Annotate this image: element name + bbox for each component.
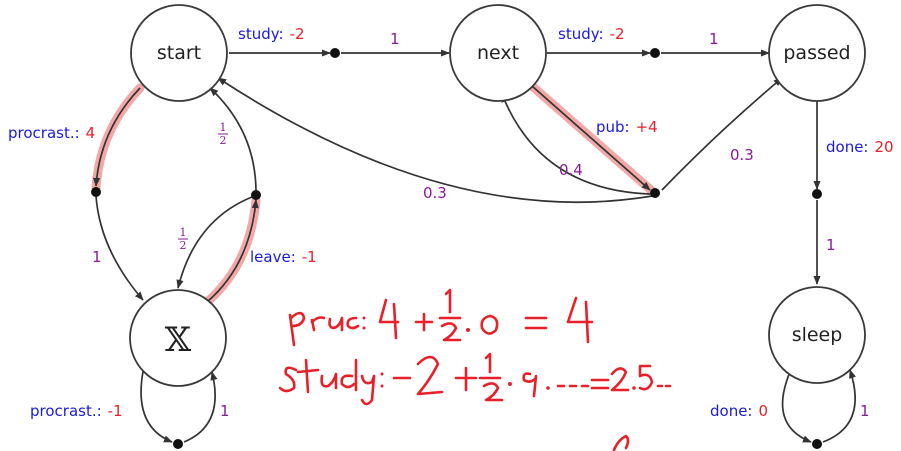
- prob-sleep-done-to-sleep: 1: [860, 402, 870, 420]
- state-start-label: start: [157, 42, 201, 64]
- label-x-leave: leave:-1: [250, 248, 317, 266]
- highlight-procrast-edge: [91, 83, 145, 193]
- action-node-next-pub: [650, 188, 660, 198]
- state-sleep: sleep: [768, 286, 866, 384]
- prob-pub-to-next: 0.4: [559, 161, 583, 179]
- state-x: 𝕏: [129, 289, 227, 387]
- state-x-label: 𝕏: [165, 320, 192, 360]
- label-start-study: study:-2: [238, 25, 305, 43]
- label-next-study: study:-2: [558, 25, 625, 43]
- state-passed-label: passed: [783, 42, 850, 64]
- prob-leave-to-start-denominator: 2: [220, 134, 227, 147]
- highlight-leave-edge: [202, 195, 261, 307]
- prob-x-procrast-to-x: 1: [220, 402, 230, 420]
- action-node-passed-done: [812, 189, 822, 199]
- edge-pub-to-start: [217, 77, 653, 204]
- label-x-procrast: procrast.:-1: [30, 402, 123, 420]
- action-node-x-procrast: [173, 439, 183, 449]
- label-start-procrast: procrast.:4: [8, 124, 95, 142]
- handwriting-line-2: [278, 352, 672, 406]
- edge-leave-to-start: [209, 87, 257, 191]
- prob-next-study-to-passed: 1: [709, 30, 719, 48]
- prob-done-to-sleep: 1: [826, 236, 836, 254]
- label-passed-done: done:20: [826, 138, 894, 156]
- action-node-sleep-done: [812, 439, 822, 449]
- action-node-next-study: [650, 48, 660, 58]
- edge-pub-to-passed: [661, 77, 783, 191]
- handwriting-stray-mark: [612, 434, 630, 451]
- action-node-x-leave: [251, 190, 261, 200]
- prob-leave-to-start-numerator: 1: [220, 121, 227, 134]
- edge-x-procrast: [140, 361, 173, 443]
- label-next-pub: pub:+4: [596, 118, 658, 136]
- handwriting-line-1: [288, 288, 594, 347]
- edge-pub-to-next: [501, 93, 651, 195]
- prob-leave-to-start: 1 2: [218, 121, 228, 147]
- state-passed: passed: [768, 4, 866, 102]
- edge-procrast-to-x: [95, 195, 144, 301]
- prob-start-study-to-next: 1: [390, 30, 400, 48]
- prob-leave-to-x-denominator: 2: [180, 239, 187, 252]
- prob-pub-to-passed: 0.3: [730, 146, 754, 164]
- edge-sleep-done-to-sleep: [822, 369, 856, 443]
- prob-leave-to-x: 1 2: [178, 226, 188, 252]
- state-start: start: [130, 4, 228, 102]
- state-sleep-label: sleep: [792, 324, 843, 346]
- edge-next-pub: [531, 85, 651, 191]
- state-next: next: [449, 4, 547, 102]
- prob-leave-to-x-numerator: 1: [180, 226, 187, 239]
- edge-x-leave: [206, 199, 259, 303]
- state-next-label: next: [477, 42, 519, 64]
- edge-leave-to-x: [176, 196, 253, 289]
- edge-sleep-done: [781, 371, 812, 443]
- prob-procrast-to-x: 1: [92, 248, 102, 266]
- edge-x-procrast-to-x: [183, 371, 218, 443]
- action-node-start-procrast: [91, 187, 101, 197]
- prob-pub-to-start: 0.3: [423, 184, 447, 202]
- action-node-start-study: [330, 48, 340, 58]
- handwritten-annotation: [278, 288, 672, 451]
- label-sleep-done: done:0: [710, 402, 768, 420]
- edge-start-procrast: [92, 87, 141, 187]
